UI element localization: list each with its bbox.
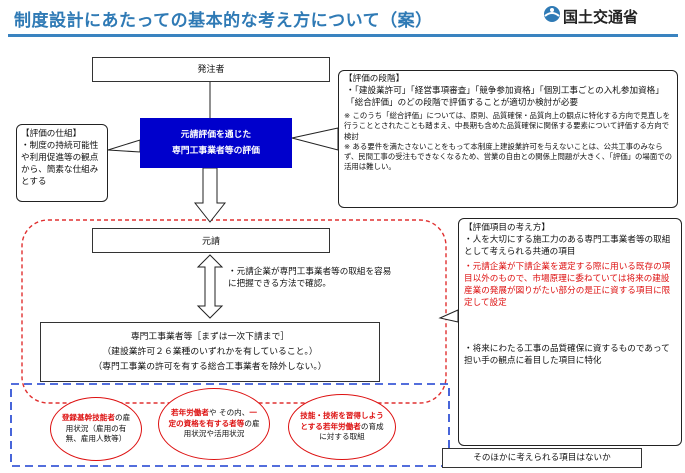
subcontractor-line2: （専門工事業の許可を有する総合工事業者を除外しない。） — [93, 361, 327, 372]
double-arrow-icon — [196, 254, 224, 319]
prime-contractor-box: 元請 — [92, 228, 330, 253]
eval-items-callout: 【評価項目の考え方】 ・人を大切にする施工力のある専門工事業者等の取組として考え… — [458, 218, 682, 446]
item2-red1: 若年労働者 — [171, 408, 209, 418]
evaluation-line1: 元請評価を通じた — [180, 130, 252, 140]
item3-red: 技能・技術を習得しようとする若年労働者 — [300, 411, 384, 431]
item2-red2: 一定の資格を有する者等 — [168, 408, 257, 428]
eval-stage-note1: ※ このうち「総合評価」については、原則、品質確保・品質向上の観点に特化する方向… — [344, 111, 670, 141]
item2-rest: の雇用状況や活用状況 — [183, 418, 260, 439]
subcontractor-line1: （建設業許可２６業種のいずれかを有していること。） — [102, 346, 318, 357]
other-items-label: そのほかに考えられる項目はないか — [473, 453, 611, 463]
prime-contractor-note: ・元請企業が専門工事業者等の取組を容易に把握できる方法で確認。 — [228, 267, 392, 289]
down-arrow-icon — [193, 167, 227, 223]
evaluation-line2: 専門工事業者等の評価 — [172, 146, 260, 156]
title-underline — [8, 34, 678, 37]
eval-structure-heading: 【評価の仕組】 — [21, 129, 82, 139]
eval-items-point3: ・将来にわたる工事の品質確保に資するものであって担い手の観点に着目した項目に特化 — [464, 344, 670, 366]
page-title: 制度設計にあたっての基本的な考え方について（案） — [14, 11, 433, 31]
eval-stage-callout: 【評価の段階】 ・「建設業許可」「経営事項審査」「競争参加資格」「個別工事ごとの… — [338, 70, 678, 208]
eval-structure-callout: 【評価の仕組】 ・制度の持続可能性や利用促進等の観点から、簡素な仕組みとする — [16, 124, 108, 202]
item-registered-technicians: 登録基幹技能者の雇用状況（雇用の有無、雇用人数等） — [50, 397, 142, 461]
item1-red: 登録基幹技能者 — [61, 413, 115, 423]
subcontractor-box: 専門工事業者等［まずは一次下請まで］ （建設業許可２６業種のいずれかを有している… — [40, 322, 380, 382]
eval-items-point1: ・人を大切にする施工力のある専門工事業者等の取組として考えられる共通の項目 — [464, 235, 671, 257]
eval-items-heading: 【評価項目の考え方】 — [464, 223, 550, 233]
item3-rest: の育成に対する取組 — [319, 421, 384, 442]
item2-mid: や その内、 — [208, 408, 250, 418]
orderer-label: 発注者 — [197, 64, 225, 75]
item-young-workers: 若年労働者や その内、一定の資格を有する者等の雇用状況や活用状況 — [158, 388, 270, 460]
ministry-name: 国土交通省 — [563, 8, 639, 26]
orderer-box: 発注者 — [92, 57, 330, 82]
item1-rest: の雇用状況（雇用の有無、雇用人数等） — [65, 413, 131, 444]
eval-structure-body: ・制度の持続可能性や利用促進等の観点から、簡素な仕組みとする — [21, 141, 99, 187]
eval-items-point2: ・元請企業が下請企業を選定する際に用いる既存の項目以外のもので、市場原理に委ねて… — [464, 262, 671, 308]
other-items-box: そのほかに考えられる項目はないか — [442, 448, 642, 468]
subcontractor-title: 専門工事業者等［まずは一次下請まで］ — [130, 331, 290, 342]
prime-evaluation-box: 元請評価を通じた 専門工事業者等の評価 — [140, 118, 292, 168]
item-training-young-workers: 技能・技術を習得しようとする若年労働者の育成に対する取組 — [288, 394, 396, 460]
eval-stage-body: ・「建設業許可」「経営事項審査」「競争参加資格」「個別工事ごとの入札参加資格」「… — [346, 86, 664, 108]
ministry-logo-icon — [544, 6, 560, 22]
eval-stage-heading: 【評価の段階】 — [344, 74, 405, 84]
eval-stage-note2: ※ ある要件を満たさないことをもって本制度上建設業許可を与えないことは、公共工事… — [344, 141, 672, 172]
prime-contractor-label: 元請 — [201, 237, 220, 247]
